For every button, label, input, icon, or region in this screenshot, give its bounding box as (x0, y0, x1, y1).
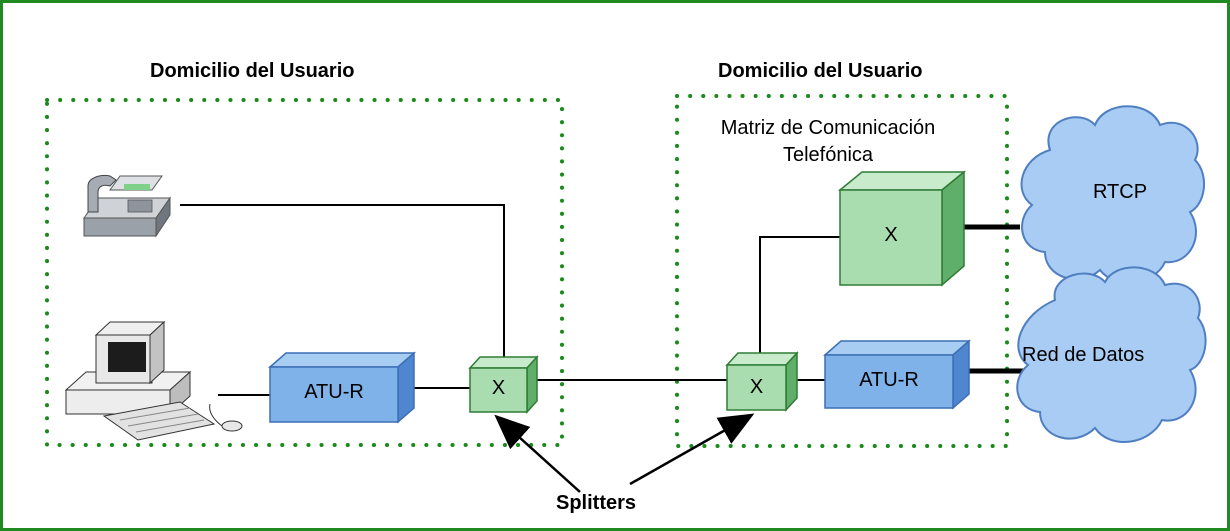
atu-r-left-box (268, 351, 416, 424)
splitter-left-label: X (491, 377, 506, 399)
splitter-to-switch-line (759, 236, 840, 365)
phone-line (180, 204, 505, 368)
splitter-right-box (725, 351, 799, 412)
rtcp-cloud (1020, 105, 1206, 284)
user-premises-zone (45, 98, 564, 447)
data-network-cloud (1016, 266, 1207, 443)
atu-r-right-label: ATU-R (859, 369, 919, 391)
data-network-label: Red de Datos (1022, 344, 1145, 366)
wiring (180, 204, 840, 396)
exchange-subtitle-line2: Telefónica (782, 144, 874, 166)
splitters-callout-arrows (494, 413, 755, 493)
zone-title-left: Domicilio del Usuario (150, 60, 355, 82)
switch-matrix-box (837, 170, 967, 287)
splitter-left-box (468, 355, 539, 414)
atu-r-right-box (823, 339, 971, 410)
splitter-right-label: X (749, 376, 764, 398)
zone-title-right: Domicilio del Usuario (718, 60, 923, 82)
splitters-label: Splitters (556, 492, 637, 514)
atu-r-left-label: ATU-R (304, 381, 364, 403)
telephone-icon (83, 175, 171, 238)
computer-icon (64, 320, 243, 441)
switch-label: X (884, 224, 898, 246)
rtcp-label: RTCP (1092, 181, 1148, 203)
exchange-subtitle-line1: Matriz de Comunicación (720, 117, 936, 139)
